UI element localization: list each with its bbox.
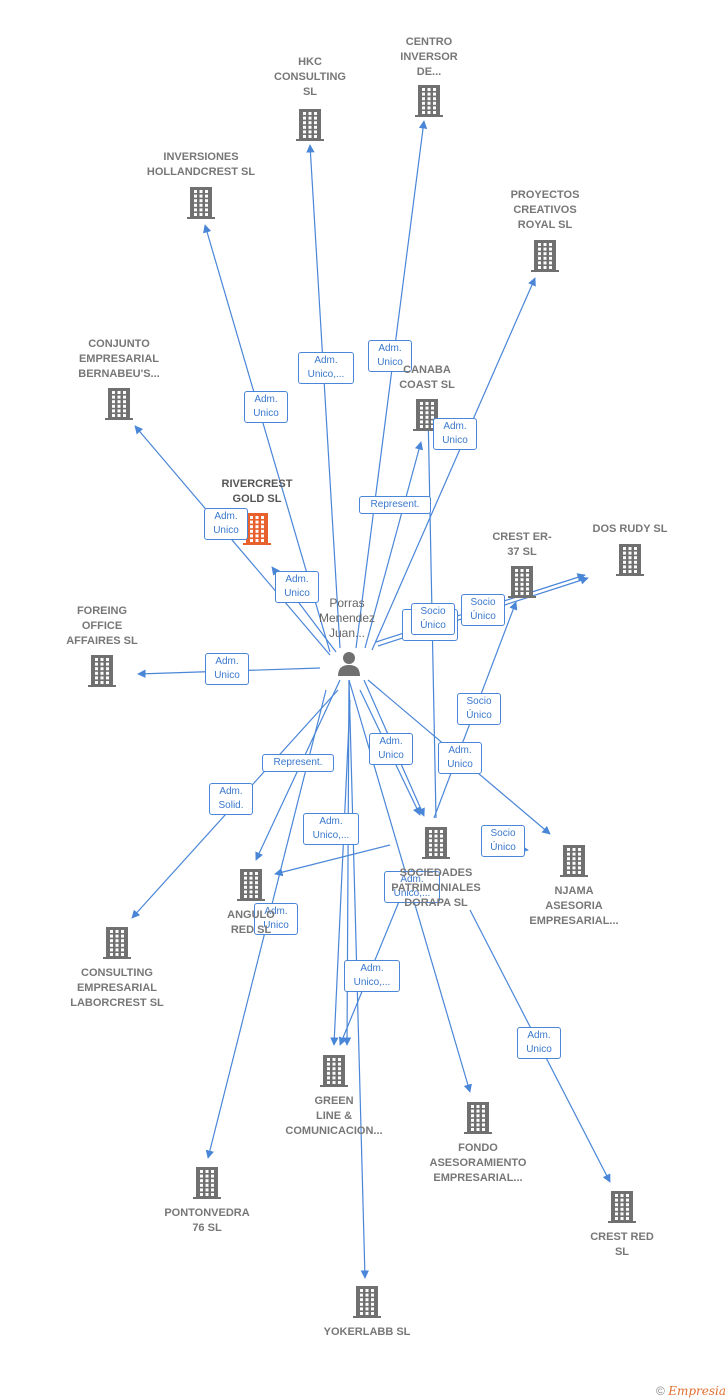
edge-label[interactable]: Socio Único [457, 693, 501, 725]
brand-logo: Empresia [668, 1384, 726, 1398]
building-icon[interactable] [531, 240, 559, 272]
edge-label[interactable]: Adm. Unico [369, 733, 413, 765]
edge-label[interactable]: Adm. Unico [244, 391, 288, 423]
footer-brand: © Empresia [656, 1384, 726, 1398]
edge-label[interactable]: Adm. Solid. [209, 783, 253, 815]
company-label-crestred[interactable]: CREST RED SL [590, 1231, 654, 1258]
building-icon[interactable] [237, 869, 265, 901]
edge-centro [355, 120, 428, 649]
company-label-foreing[interactable]: FOREING OFFICE AFFAIRES SL [66, 605, 138, 647]
edge-label[interactable]: Adm. Unico [517, 1027, 561, 1059]
edge-label[interactable]: Represent. [359, 496, 431, 514]
copyright-symbol: © [656, 1384, 665, 1398]
building-icon[interactable] [608, 1191, 636, 1223]
edge-bernabeu [134, 425, 331, 656]
building-icon[interactable] [105, 388, 133, 420]
building-icon[interactable] [616, 544, 644, 576]
company-label-laborcrest[interactable]: CONSULTING EMPRESARIAL LABORCREST SL [70, 967, 164, 1009]
building-icon[interactable] [103, 927, 131, 959]
company-label-pontonvedra[interactable]: PONTONVEDRA 76 SL [164, 1207, 250, 1234]
company-label-sociedades[interactable]: SOCIEDADES PATRIMONIALES DORAPA SL [391, 867, 481, 909]
edge-label[interactable]: Adm. Unico,... [298, 352, 354, 384]
company-label-dosrudy[interactable]: DOS RUDY SL [592, 523, 668, 535]
building-icon[interactable] [88, 655, 116, 687]
company-label-proyectos[interactable]: PROYECTOS CREATIVOS ROYAL SL [510, 189, 580, 231]
edge-label[interactable]: Adm. Unico [205, 653, 249, 685]
edge-label[interactable]: Adm. Unico [254, 903, 298, 935]
building-icon[interactable] [193, 1167, 221, 1199]
company-label-yokerlabb[interactable]: YOKERLABB SL [323, 1326, 411, 1338]
company-label-fondo[interactable]: FONDO ASESORAMIENTO EMPRESARIAL... [429, 1142, 527, 1184]
building-icon[interactable] [508, 566, 536, 598]
edge-green [330, 699, 351, 1046]
company-label-rivercrest[interactable]: RIVERCREST GOLD SL [221, 478, 293, 505]
building-icon[interactable] [464, 1102, 492, 1134]
building-icon[interactable] [560, 845, 588, 877]
company-label-hollandcrest[interactable]: INVERSIONES HOLLANDCREST SL [146, 151, 256, 178]
building-icon[interactable] [187, 187, 215, 219]
edge-label[interactable]: Adm. Unico [368, 340, 412, 372]
company-label-canaba[interactable]: CANABA COAST SL [399, 364, 455, 391]
edge-label[interactable]: Socio Único [481, 825, 525, 857]
company-label-njama[interactable]: NJAMA ASESORIA EMPRESARIAL... [529, 885, 619, 927]
edge-label[interactable]: Adm. Unico [433, 418, 477, 450]
company-label-bernabeu[interactable]: CONJUNTO EMPRESARIAL BERNABEU'S... [78, 338, 160, 380]
company-label-crester[interactable]: CREST ER- 37 SL [492, 531, 552, 558]
edge-label[interactable]: Socio Único [411, 603, 455, 635]
edge-angulo [274, 844, 391, 877]
building-icon[interactable] [422, 827, 450, 859]
edge-label[interactable]: Represent. [262, 754, 334, 772]
building-icon[interactable] [296, 109, 324, 141]
edge-label[interactable]: Socio Único [461, 594, 505, 626]
nodes-layer [88, 85, 644, 1318]
company-label-angulo[interactable]: ANGULO RED SL [227, 909, 275, 936]
company-label-hkc[interactable]: HKC CONSULTING SL [274, 56, 346, 98]
edge-label[interactable]: Adm. Unico,... [303, 813, 359, 845]
company-label-centro[interactable]: CENTRO INVERSOR DE... [400, 36, 458, 78]
building-icon[interactable] [413, 399, 441, 431]
building-icon[interactable] [415, 85, 443, 117]
edge-label[interactable]: Adm. Unico [275, 571, 319, 603]
edge-label[interactable]: Adm. Unico [438, 742, 482, 774]
edge-label[interactable]: Adm. Unico,... [384, 871, 440, 903]
building-icon[interactable] [320, 1055, 348, 1087]
edge-label[interactable]: Adm. Unico [204, 508, 248, 540]
center-person-label[interactable]: Porras Menendez Juan... [318, 596, 376, 640]
company-label-green[interactable]: GREEN LINE & COMUNICACION... [285, 1095, 383, 1137]
edge-proyectos [371, 277, 536, 651]
person-icon[interactable] [338, 652, 360, 676]
edge-canaba [364, 441, 424, 649]
edge-label[interactable]: Adm. Unico,... [344, 960, 400, 992]
edge-hkc [306, 144, 341, 649]
building-icon[interactable] [353, 1286, 381, 1318]
building-icon[interactable] [243, 513, 271, 545]
